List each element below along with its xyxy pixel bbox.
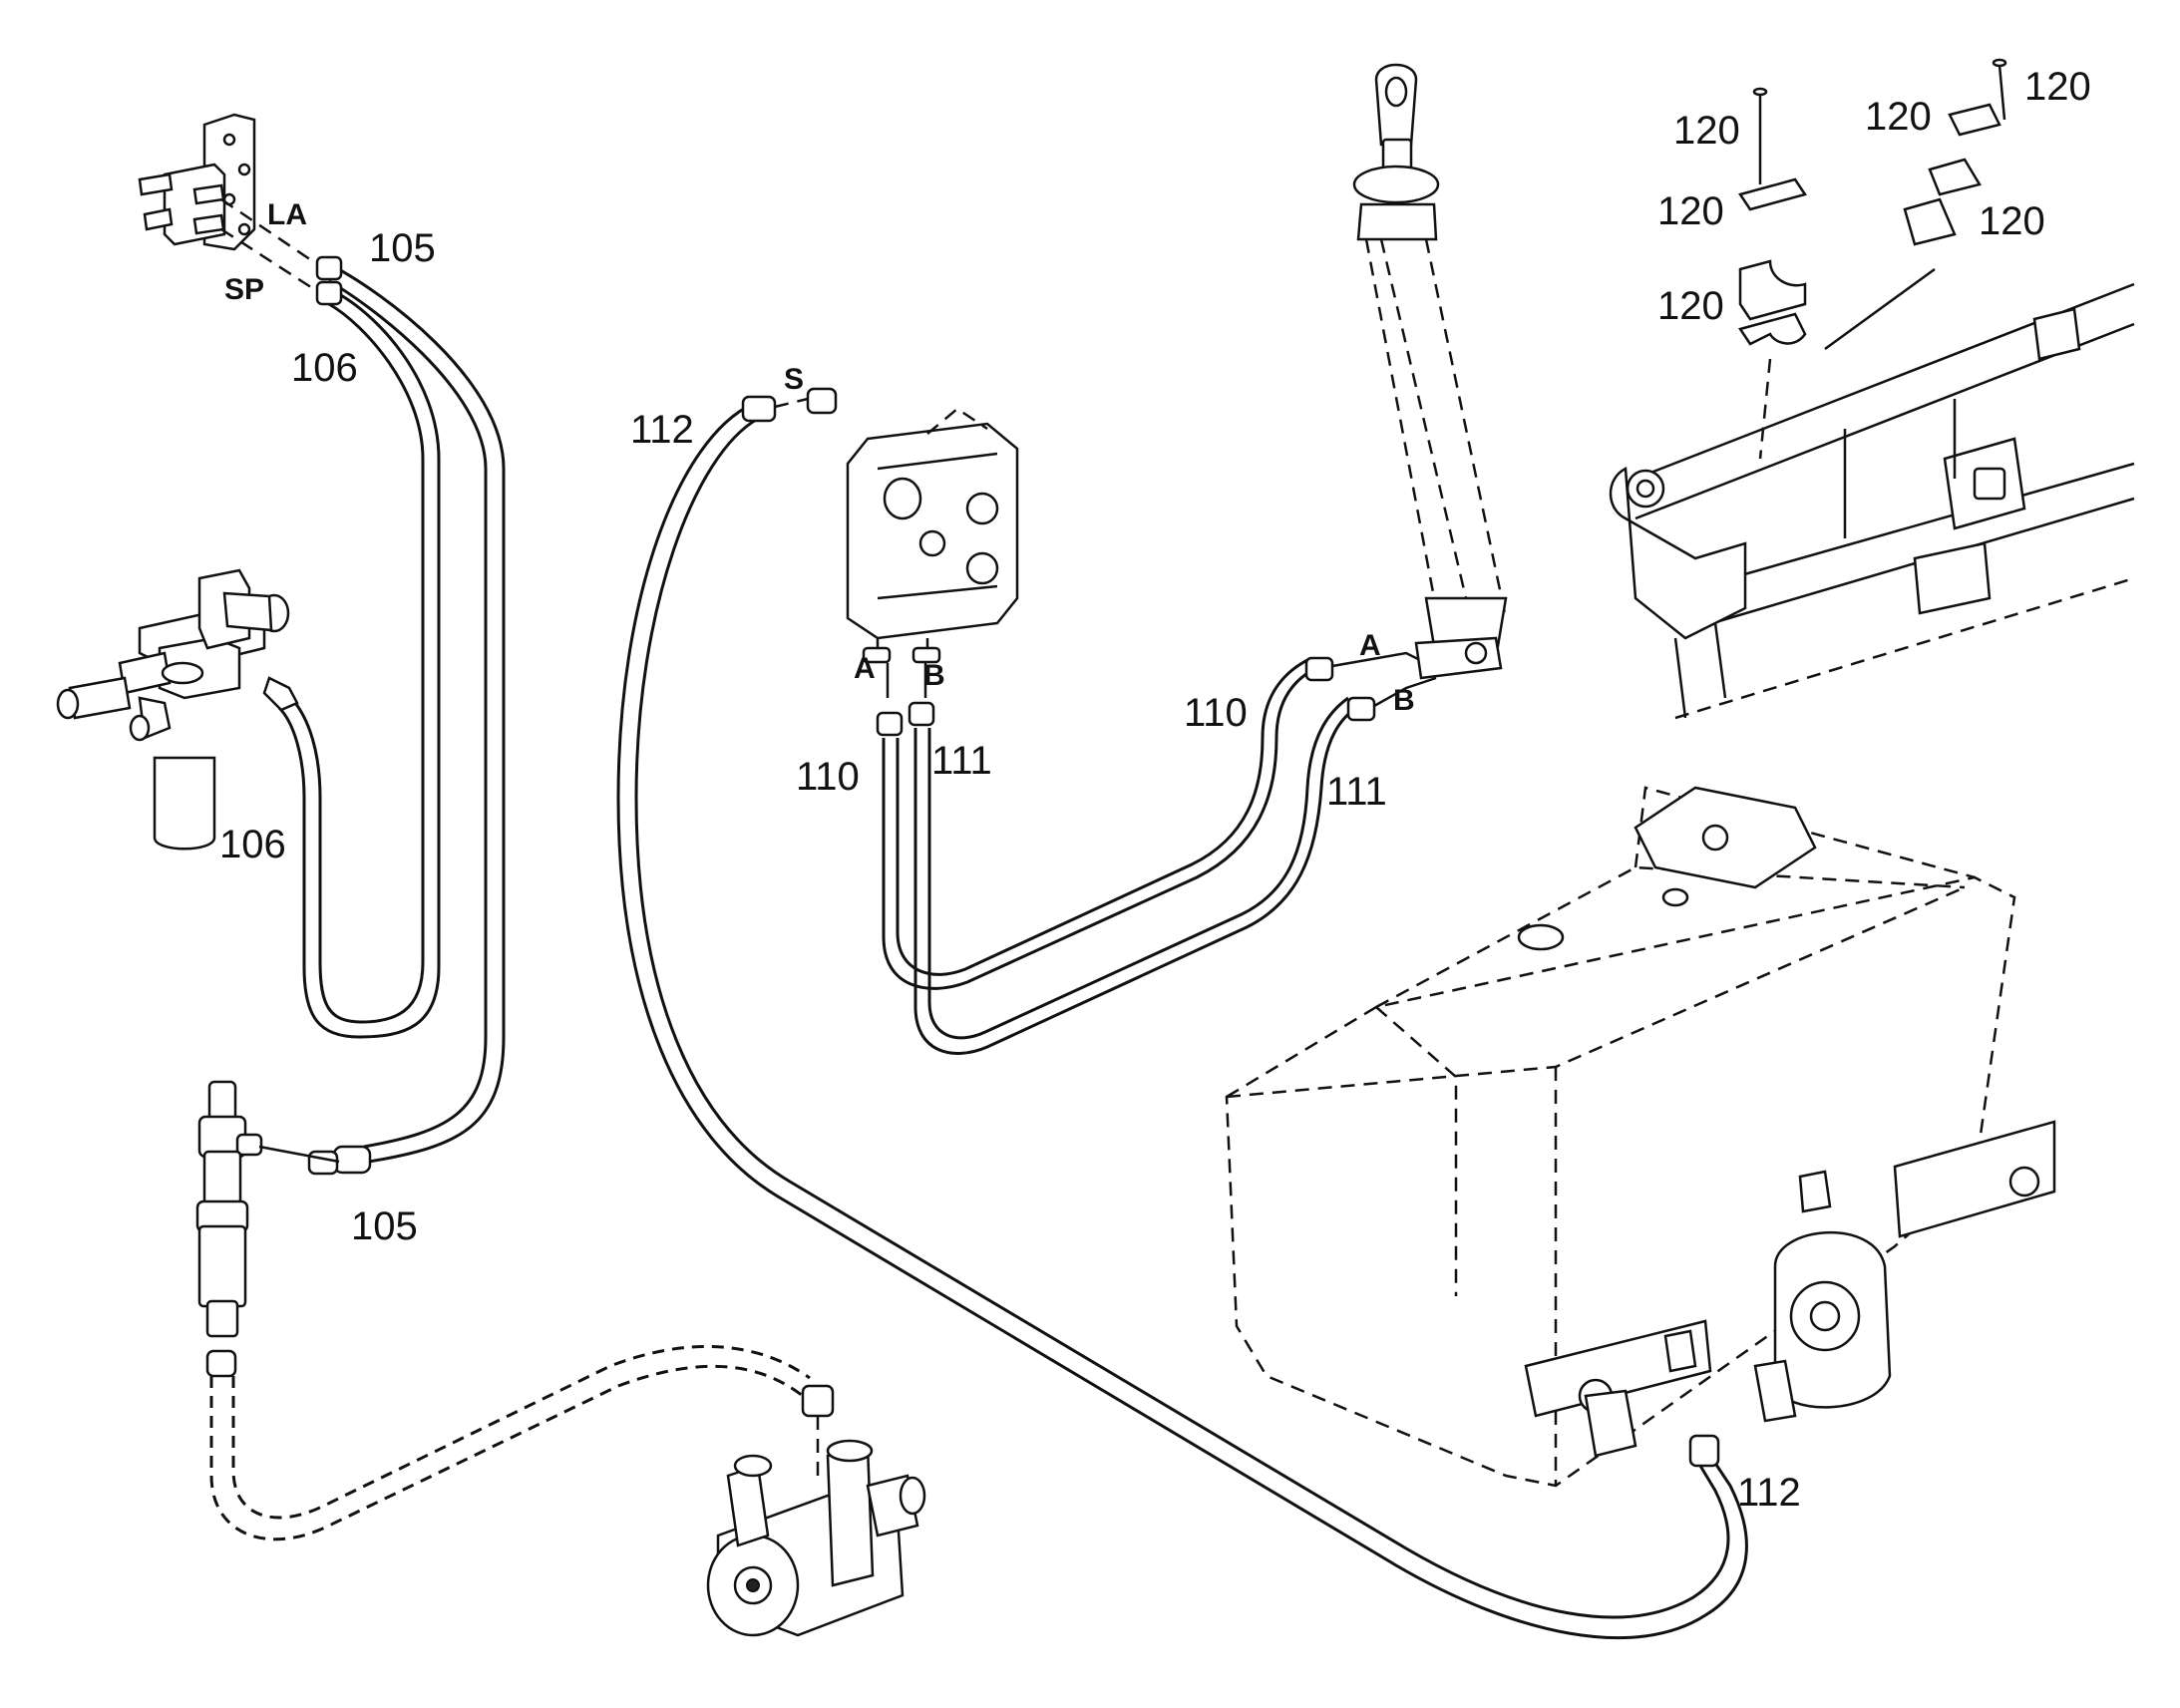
callout-112-bottom: 112 [1737, 1471, 1801, 1515]
valve-bracket-top-left [138, 113, 256, 251]
callout-120-d: 120 [1865, 95, 1932, 139]
callout-105-top: 105 [369, 226, 436, 270]
callout-111-right: 111 [1326, 770, 1387, 814]
hose-106 [262, 280, 441, 1039]
leader-la [220, 197, 318, 266]
port-label-s: S [784, 363, 804, 396]
leader-b-cyl [1373, 676, 1437, 708]
port-label-sp: SP [224, 273, 264, 306]
port-label-b-valve: B [923, 659, 945, 692]
callout-105-bottom: 105 [351, 1204, 418, 1248]
port-label-a-valve: A [854, 652, 876, 685]
clamp-kit-120 [1737, 58, 2007, 460]
callout-120-a: 120 [1673, 109, 1740, 153]
boom-frame [1609, 282, 2135, 720]
callout-111-mid: 111 [931, 739, 992, 783]
callout-120-e: 120 [2024, 65, 2091, 109]
hydraulic-pump [706, 1439, 926, 1637]
leader-sp [220, 227, 318, 293]
hose-112 [616, 387, 1748, 1639]
lift-cylinder [1352, 63, 1508, 680]
callout-120-b: 120 [1657, 189, 1724, 233]
hose-111 [908, 696, 1376, 1055]
fitting-stack-lower-left [195, 1080, 340, 1378]
hydraulic-tank [1225, 786, 2056, 1488]
control-valve [846, 407, 1019, 698]
callout-120-c: 120 [1657, 284, 1724, 328]
filter-valve-assembly [56, 568, 290, 851]
callout-110-mid: 110 [796, 755, 860, 799]
port-label-a-cylinder: A [1359, 629, 1381, 662]
hose-110 [876, 656, 1334, 990]
callout-106-left: 106 [219, 823, 286, 866]
callout-106-top: 106 [291, 346, 358, 390]
callout-120-f: 120 [1979, 199, 2045, 243]
suction-hose-dashed [209, 1345, 835, 1541]
callout-112-top: 112 [630, 408, 694, 452]
port-label-la: LA [267, 198, 307, 231]
callout-110-right: 110 [1184, 691, 1248, 735]
port-label-b-cylinder: B [1393, 684, 1415, 717]
